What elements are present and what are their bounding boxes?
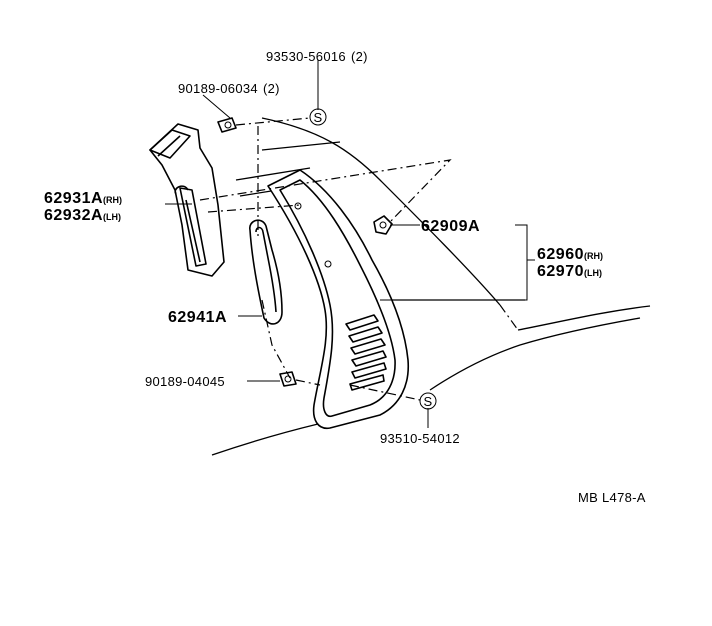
garnish-part [267, 169, 410, 430]
duct-part [149, 123, 225, 277]
screw-bottom-part [279, 371, 297, 387]
label-garnish-rh: 62960(RH) [537, 246, 603, 263]
label-clip-top: 93530-56016(2) [266, 49, 368, 64]
label-garnish-lh: 62970(LH) [537, 263, 602, 280]
svg-text:S: S [424, 394, 433, 409]
label-clip-bottom: 93510-54012 [380, 431, 460, 446]
leader-lines [165, 60, 535, 428]
drawing-code: MB L478-A [578, 490, 646, 505]
assembly-dashed-lines [199, 117, 452, 401]
gasket-part [249, 219, 283, 325]
s-marker-top: S [309, 108, 327, 126]
label-gasket: 62941A [168, 309, 227, 326]
clip-right-part [373, 215, 393, 235]
svg-text:S: S [314, 110, 323, 125]
label-clip-right: 62909A [421, 218, 480, 235]
screw-top-part [217, 117, 237, 133]
garnish-louvers [345, 314, 387, 391]
label-duct-rh: 62931A(RH) [44, 190, 122, 207]
label-duct-lh: 62932A(LH) [44, 207, 121, 224]
label-screw-top: 90189-06034(2) [178, 81, 280, 96]
label-screw-bottom: 90189-04045 [145, 374, 225, 389]
s-marker-bottom: S [419, 392, 437, 410]
